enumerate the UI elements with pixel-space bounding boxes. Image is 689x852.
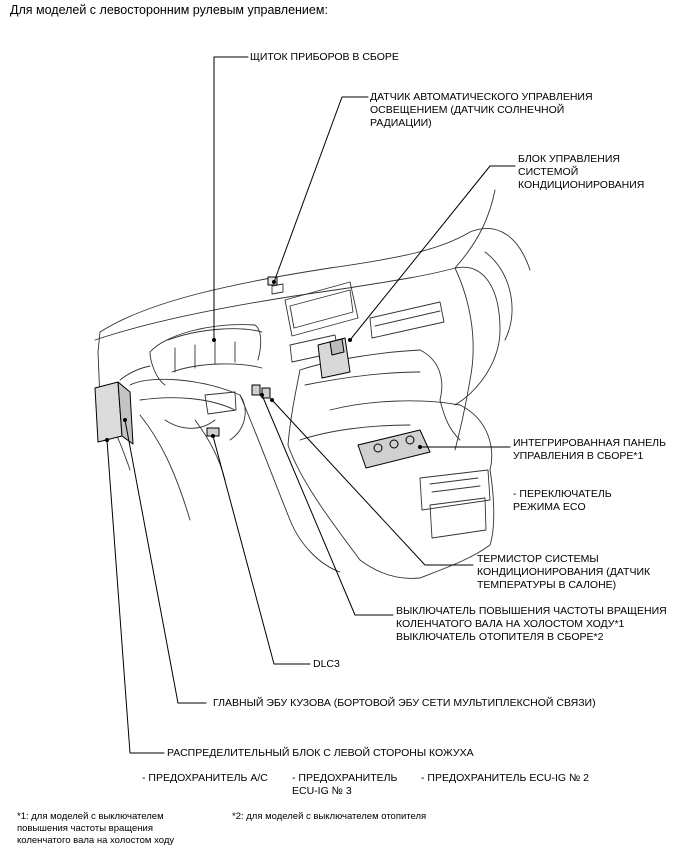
label-fuse-ac: - ПРЕДОХРАНИТЕЛЬ A/C [142, 772, 268, 784]
label-line: БЛОК УПРАВЛЕНИЯ [518, 153, 620, 165]
label-fuse-ecu-ig3: - ПРЕДОХРАНИТЕЛЬ ECU-IG № 3 [292, 772, 397, 798]
footnote-line: коленчатого вала на холостом ходу [17, 835, 175, 846]
label-fuse-ecu-ig2: - ПРЕДОХРАНИТЕЛЬ ECU-IG № 2 [421, 772, 590, 784]
label-line: - ПРЕДОХРАНИТЕЛЬ [292, 772, 398, 784]
label-ac-control: БЛОК УПРАВЛЕНИЯ СИСТЕМОЙ КОНДИЦИОНИРОВАН… [518, 153, 644, 192]
component-idle-switch [251, 384, 271, 399]
component-body-ecu [94, 381, 134, 445]
label-line: ДАТЧИК АВТОМАТИЧЕСКОГО УПРАВЛЕНИЯ [370, 91, 593, 103]
label-line: - ПЕРЕКЛЮЧАТЕЛЬ [513, 488, 612, 500]
label-line: ВЫКЛЮЧАТЕЛЬ ПОВЫШЕНИЯ ЧАСТОТЫ ВРАЩЕНИЯ [396, 605, 667, 617]
label-line: КОНДИЦИОНИРОВАНИЯ (ДАТЧИК [477, 566, 651, 578]
page-header: Для моделей с левосторонним рулевым упра… [10, 3, 328, 17]
label-eco-switch: - ПЕРЕКЛЮЧАТЕЛЬ РЕЖИМА ECO [513, 488, 612, 514]
label-junction-block: РАСПРЕДЕЛИТЕЛЬНЫЙ БЛОК С ЛЕВОЙ СТОРОНЫ К… [167, 747, 474, 759]
label-line: ИНТЕГРИРОВАННАЯ ПАНЕЛЬ [513, 437, 666, 449]
label-line: УПРАВЛЕНИЯ В СБОРЕ*1 [513, 450, 644, 462]
label-line: ОСВЕЩЕНИЕМ (ДАТЧИК СОЛНЕЧНОЙ [370, 104, 565, 116]
label-line: РЕЖИМА ECO [513, 501, 586, 513]
label-line: ТЕМПЕРАТУРЫ В САЛОНЕ) [477, 579, 617, 591]
footnote-1: *1: для моделей с выключателем повышения… [17, 811, 174, 847]
label-light-sensor: ДАТЧИК АВТОМАТИЧЕСКОГО УПРАВЛЕНИЯ ОСВЕЩЕ… [370, 91, 593, 130]
label-integrated-panel: ИНТЕГРИРОВАННАЯ ПАНЕЛЬ УПРАВЛЕНИЯ В СБОР… [513, 437, 666, 463]
label-dlc3: DLC3 [313, 658, 340, 670]
label-line: ECU-IG № 3 [292, 785, 352, 797]
component-integrated-panel [357, 429, 431, 469]
dashboard-drawing [94, 189, 531, 579]
label-line: КОЛЕНЧАТОГО ВАЛА НА ХОЛОСТОМ ХОДУ*1 [396, 618, 625, 630]
label-line: СИСТЕМОЙ [518, 166, 579, 178]
footnote-line: *1: для моделей с выключателем [17, 811, 164, 822]
label-line: ТЕРМИСТОР СИСТЕМЫ [477, 553, 599, 565]
leader-arrow-heads [105, 280, 422, 449]
footnote-line: повышения частоты вращения [17, 823, 153, 834]
label-line: ВЫКЛЮЧАТЕЛЬ ОТОПИТЕЛЯ В СБОРЕ*2 [396, 631, 604, 643]
component-ac-control [317, 337, 351, 379]
label-idle-switch: ВЫКЛЮЧАТЕЛЬ ПОВЫШЕНИЯ ЧАСТОТЫ ВРАЩЕНИЯ К… [396, 605, 667, 644]
label-main-body-ecu: ГЛАВНЫЙ ЭБУ КУЗОВА (БОРТОВОЙ ЭБУ СЕТИ МУ… [213, 697, 596, 709]
label-line: РАДИАЦИИ) [370, 117, 432, 129]
label-combination-meter: ЩИТОК ПРИБОРОВ В СБОРЕ [250, 51, 399, 63]
label-thermistor: ТЕРМИСТОР СИСТЕМЫ КОНДИЦИОНИРОВАНИЯ (ДАТ… [477, 553, 650, 592]
footnote-2: *2: для моделей с выключателем отопителя [232, 811, 427, 822]
label-line: КОНДИЦИОНИРОВАНИЯ [518, 179, 645, 191]
leader-lines [106, 56, 516, 754]
